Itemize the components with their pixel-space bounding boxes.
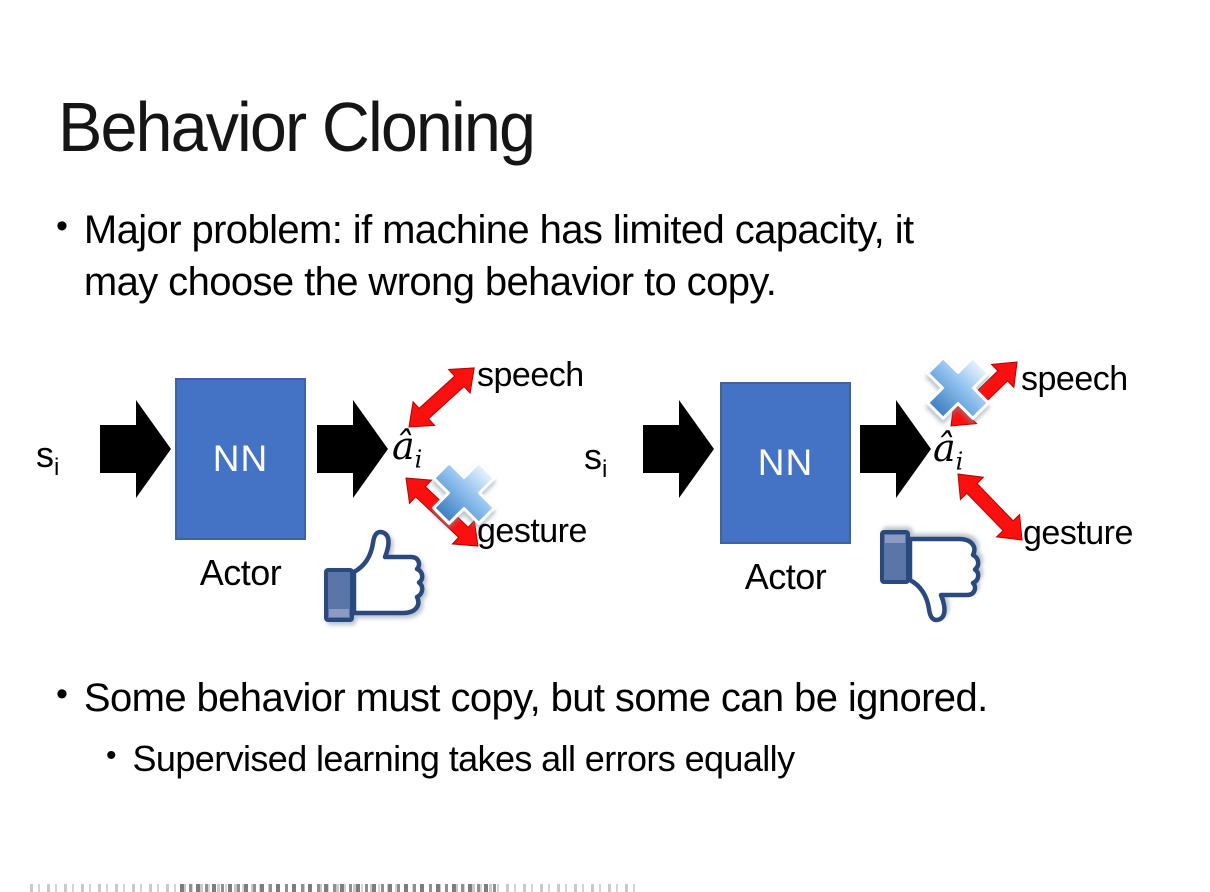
cross-out-icon (926, 356, 990, 420)
bullet-major-problem: • Major problem: if machine has limited … (56, 204, 1136, 308)
action-output-label: âi (933, 426, 964, 476)
actor-label: Actor (199, 552, 282, 593)
speech-label: speech (477, 356, 584, 394)
state-input-label: si (584, 436, 608, 484)
cross-out-icon (432, 461, 496, 525)
thumbs-up-icon (324, 529, 425, 622)
speech-label: speech (1021, 360, 1128, 398)
flow-arrow-icon (860, 400, 931, 498)
bullet-some-behavior: • Some behavior must copy, but some can … (56, 672, 1176, 724)
double-arrow-speech-icon (408, 367, 475, 428)
diagram-graphics (100, 356, 1023, 623)
double-arrow-gesture-icon (957, 473, 1023, 541)
bullet-marker: • (56, 207, 68, 245)
bullet-marker: • (56, 675, 68, 713)
state-input-label: si (36, 434, 60, 482)
nn-box: NN (175, 378, 306, 540)
sub-bullet-supervised: • Supervised learning takes all errors e… (106, 736, 796, 783)
slide-title: Behavior Cloning (58, 87, 536, 166)
bullet-line-1: Major problem: if machine has limited ca… (83, 208, 914, 252)
thumbs-down-icon (880, 530, 981, 623)
flow-arrow-icon (643, 400, 714, 498)
gesture-label: gesture (477, 512, 587, 550)
cutoff-text-strip (180, 884, 500, 892)
bullet-text: Some behavior must copy, but some can be… (83, 676, 988, 720)
action-output-label: âi (392, 424, 423, 474)
sub-bullet-text: Supervised learning takes all errors equ… (132, 738, 796, 779)
nn-box: NN (720, 382, 851, 544)
flow-arrow-icon (317, 400, 388, 498)
bullet-marker: • (106, 739, 117, 772)
bullet-line-2: may choose the wrong behavior to copy. (83, 260, 777, 304)
flow-arrow-icon (100, 400, 171, 498)
diagram-band: si NN âi speech gesture Actor si NN âi s… (0, 350, 1210, 650)
gesture-label: gesture (1023, 514, 1133, 552)
actor-label: Actor (744, 556, 827, 597)
